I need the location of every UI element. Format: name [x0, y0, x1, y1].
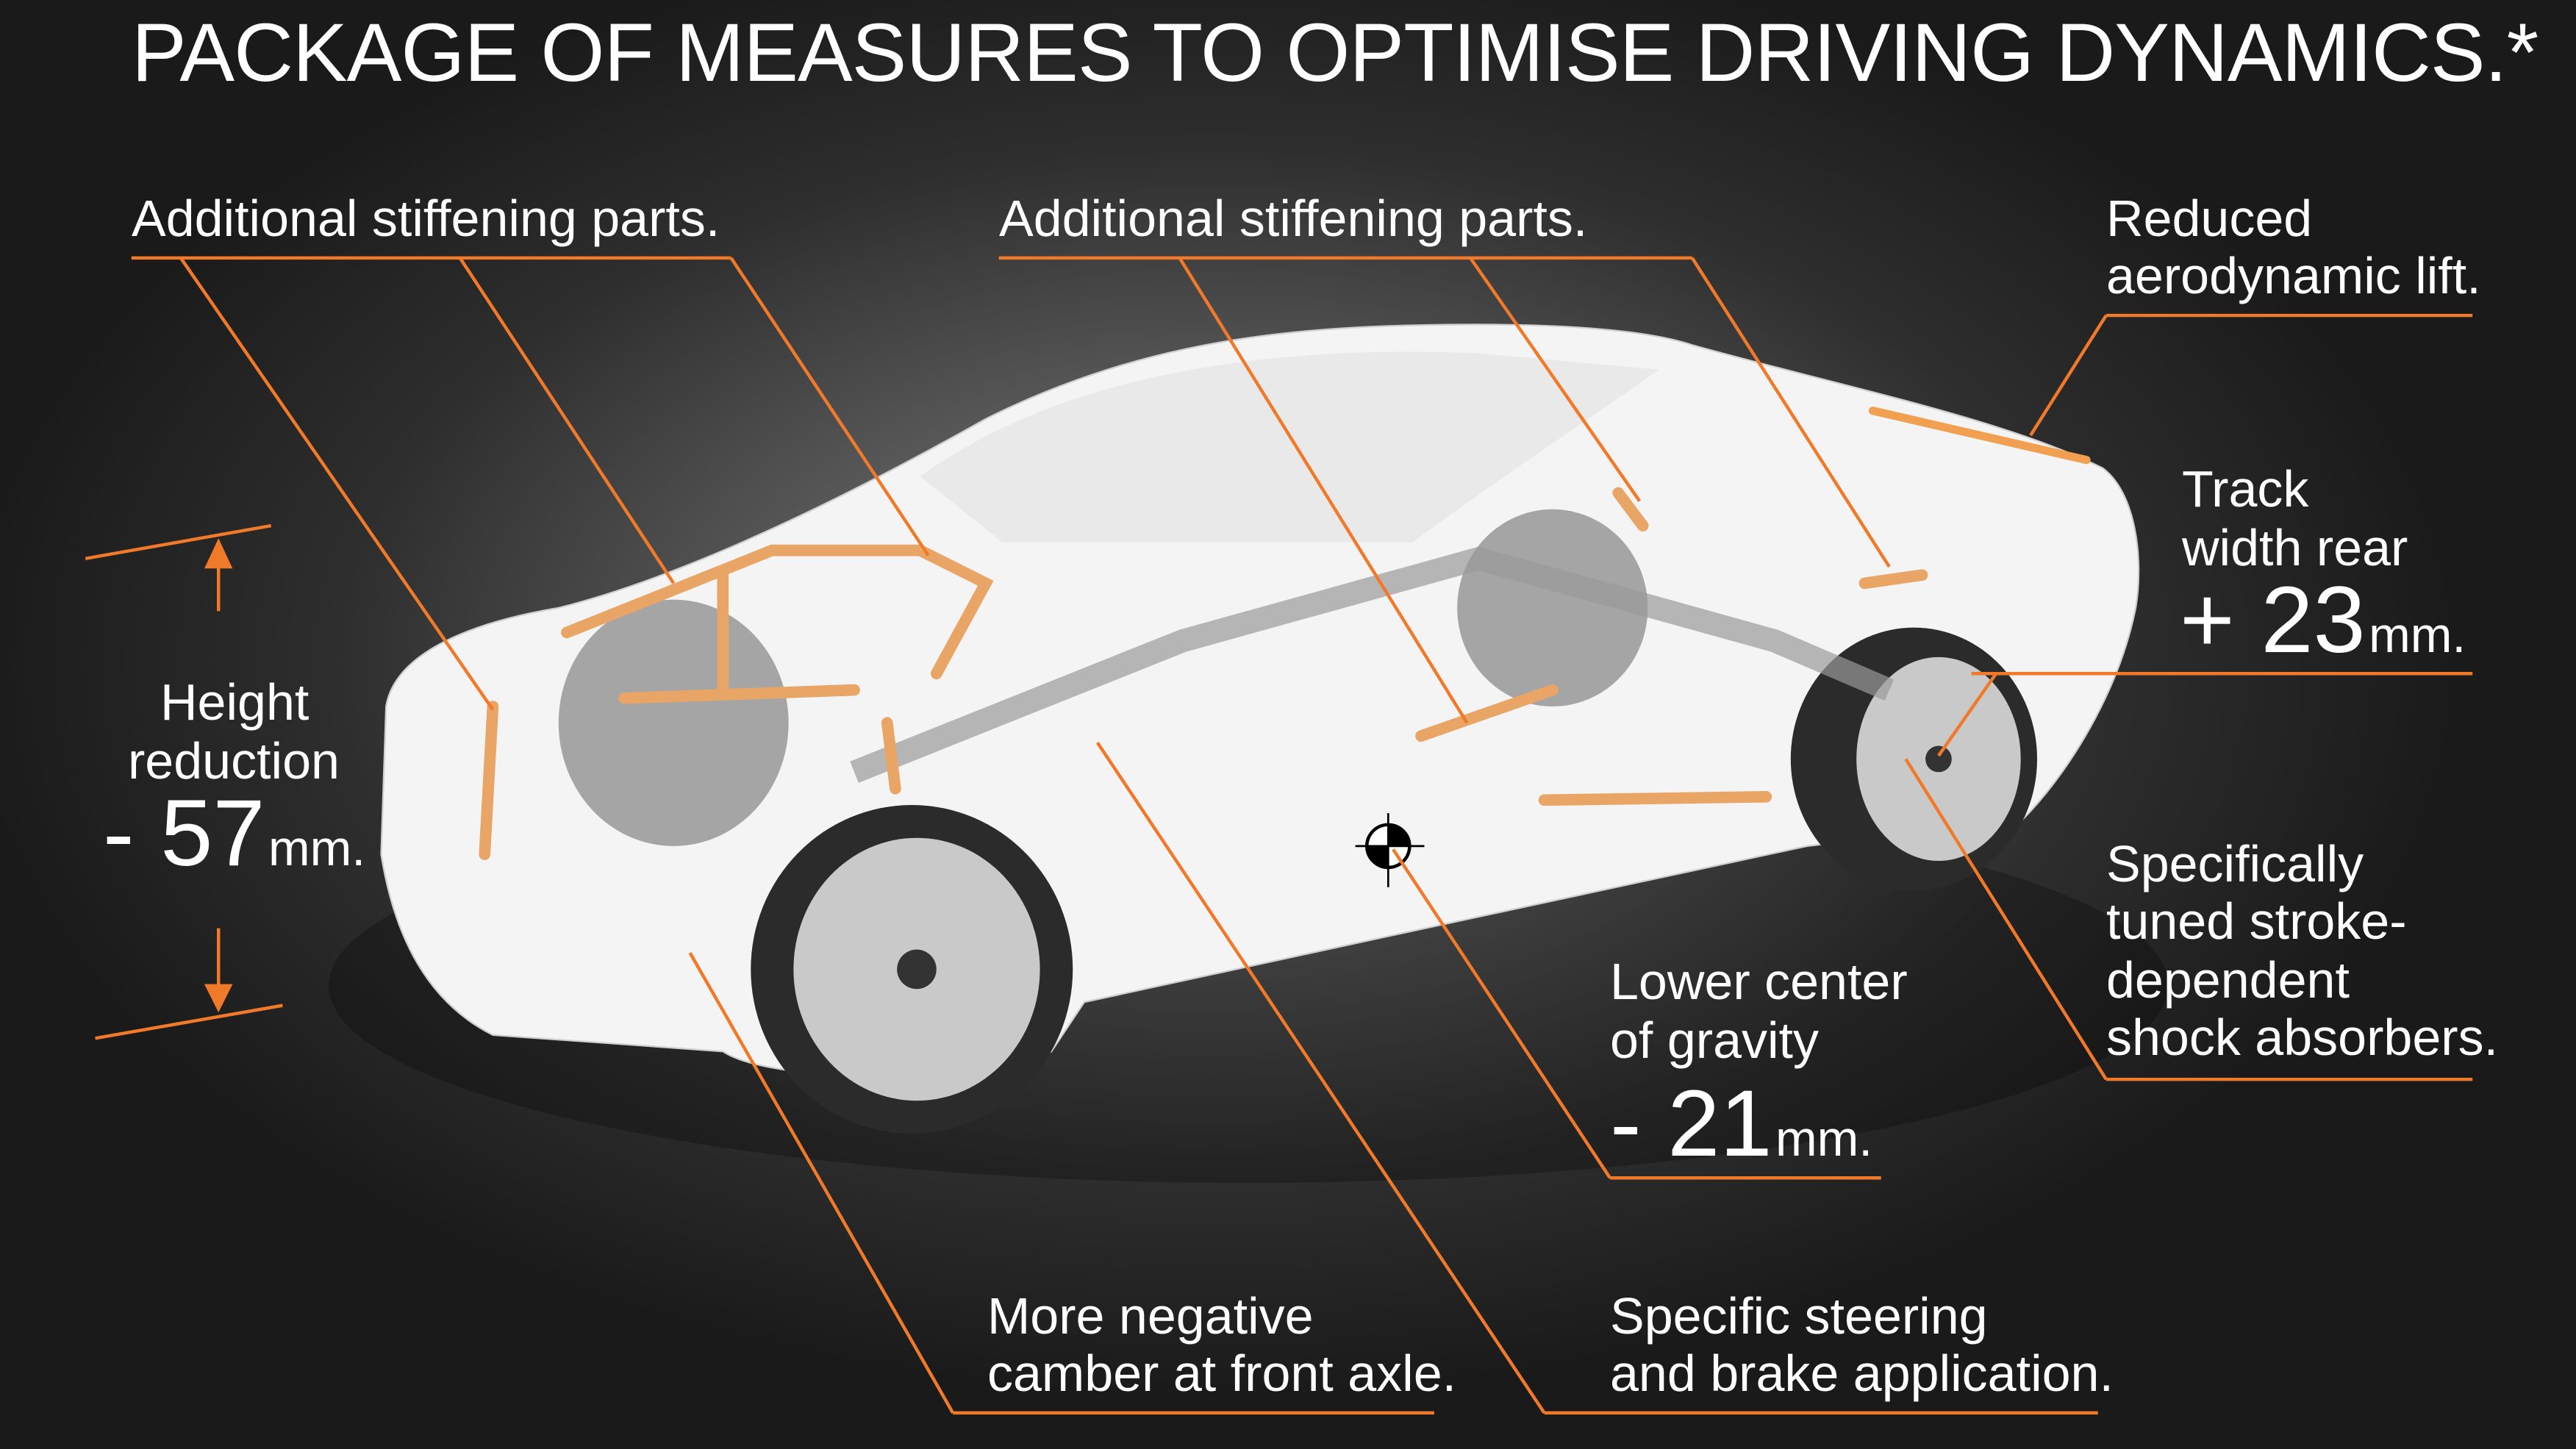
stiffening-parts: [479, 407, 2091, 860]
car-windows: [920, 351, 1660, 543]
label-shock-1: Specifically: [2106, 835, 2364, 892]
label-camber-1: More negative: [987, 1287, 1314, 1345]
page-title: PACKAGE OF MEASURES TO OPTIMISE DRIVING …: [132, 7, 2539, 99]
gravity-value: - 21: [1610, 1071, 1772, 1176]
height-value: - 57: [103, 781, 265, 886]
label-track-2: width rear: [2182, 519, 2408, 576]
drivetrain: [850, 546, 1895, 783]
label-steering-2: and brake application.: [1610, 1345, 2114, 1402]
label-height-2: reduction: [128, 732, 340, 790]
label-aero-2: aerodynamic lift.: [2106, 247, 2481, 304]
label-gravity-1: Lower center: [1610, 953, 1908, 1010]
label-camber-2: camber at front axle.: [987, 1345, 1457, 1402]
label-track-1: Track: [2182, 460, 2309, 518]
track-value: + 23: [2180, 568, 2366, 673]
height-unit: mm.: [268, 820, 366, 876]
label-gravity-2: of gravity: [1610, 1012, 1819, 1069]
label-shock-2: tuned stroke-: [2106, 892, 2407, 950]
label-stiffening-rear: Additional stiffening parts.: [999, 190, 1588, 247]
label-height-1: Height: [160, 673, 310, 731]
label-shock-4: shock absorbers.: [2106, 1009, 2499, 1066]
leader-lines: [85, 256, 2473, 1415]
label-shock-3: dependent: [2106, 951, 2350, 1009]
front-wheel: [751, 805, 1073, 1134]
label-stiffening-front: Additional stiffening parts.: [132, 190, 720, 247]
rear-wheel: [1790, 627, 2038, 891]
gravity-unit: mm.: [1775, 1111, 1873, 1167]
label-aero-1: Reduced: [2106, 190, 2313, 247]
track-unit: mm.: [2369, 607, 2466, 663]
label-steering-1: Specific steering: [1610, 1287, 1988, 1345]
